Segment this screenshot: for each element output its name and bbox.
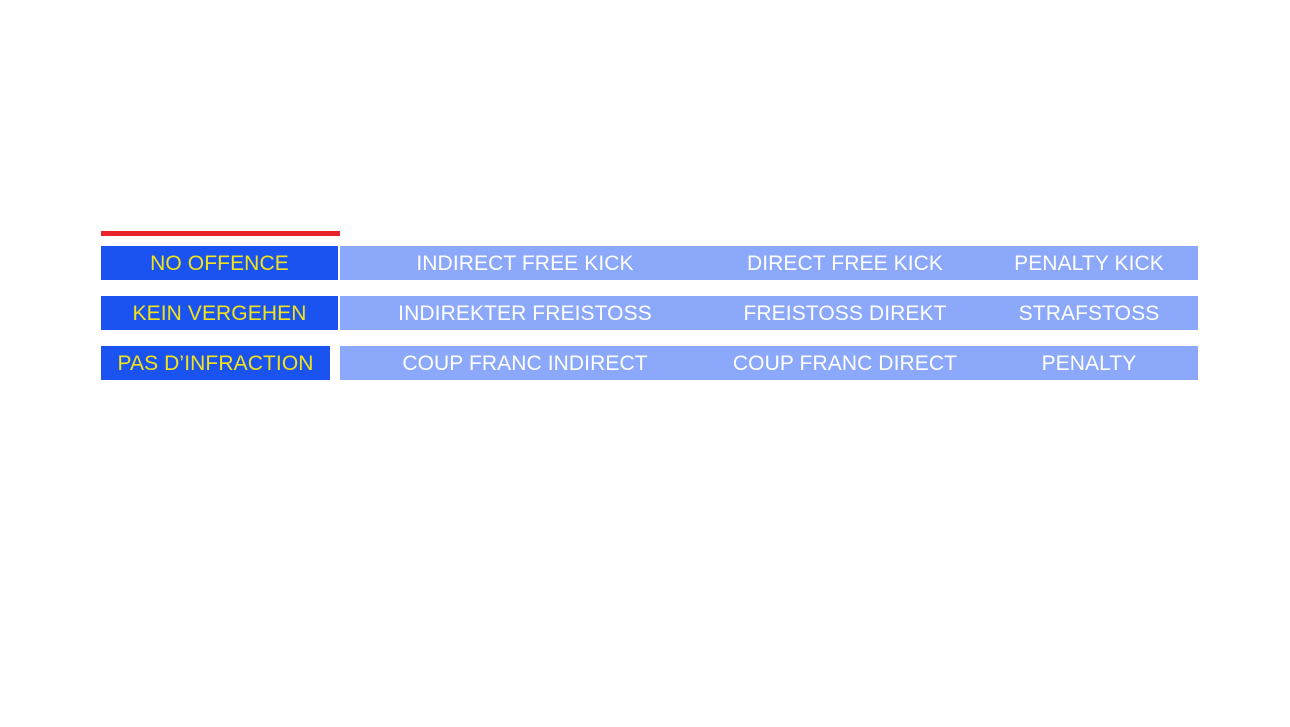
table-row: NO OFFENCE INDIRECT FREE KICK DIRECT FRE… — [0, 246, 1290, 280]
outcome-bar-french: COUP FRANC INDIRECT COUP FRANC DIRECT PE… — [340, 346, 1198, 380]
outcome-strafstoss[interactable]: STRAFSTOSS — [1018, 301, 1160, 325]
outcome-coup-franc-indirect[interactable]: COUP FRANC INDIRECT — [402, 351, 648, 375]
outcome-penalty[interactable]: PENALTY — [1041, 351, 1137, 375]
outcome-coup-franc-direct[interactable]: COUP FRANC DIRECT — [732, 351, 958, 375]
table-row: PAS D’INFRACTION COUP FRANC INDIRECT COU… — [0, 346, 1290, 380]
row-label-pas-dinfraction[interactable]: PAS D’INFRACTION — [101, 346, 330, 380]
row-label-no-offence[interactable]: NO OFFENCE — [101, 246, 338, 280]
outcome-indirekter-freistoss[interactable]: INDIREKTER FREISTOSS — [398, 301, 652, 325]
outcome-freistoss-direkt[interactable]: FREISTOSS DIREKT — [743, 301, 947, 325]
outcome-penalty-kick[interactable]: PENALTY KICK — [1014, 251, 1164, 275]
row-label-kein-vergehen[interactable]: KEIN VERGEHEN — [101, 296, 338, 330]
outcome-bar-german: INDIREKTER FREISTOSS FREISTOSS DIREKT ST… — [340, 296, 1198, 330]
outcome-indirect-free-kick[interactable]: INDIRECT FREE KICK — [416, 251, 634, 275]
outcome-bar-english: INDIRECT FREE KICK DIRECT FREE KICK PENA… — [340, 246, 1198, 280]
red-accent-rule — [101, 231, 340, 236]
outcome-direct-free-kick[interactable]: DIRECT FREE KICK — [746, 251, 944, 275]
offence-outcome-table: NO OFFENCE INDIRECT FREE KICK DIRECT FRE… — [0, 246, 1290, 380]
table-row: KEIN VERGEHEN INDIREKTER FREISTOSS FREIS… — [0, 296, 1290, 330]
